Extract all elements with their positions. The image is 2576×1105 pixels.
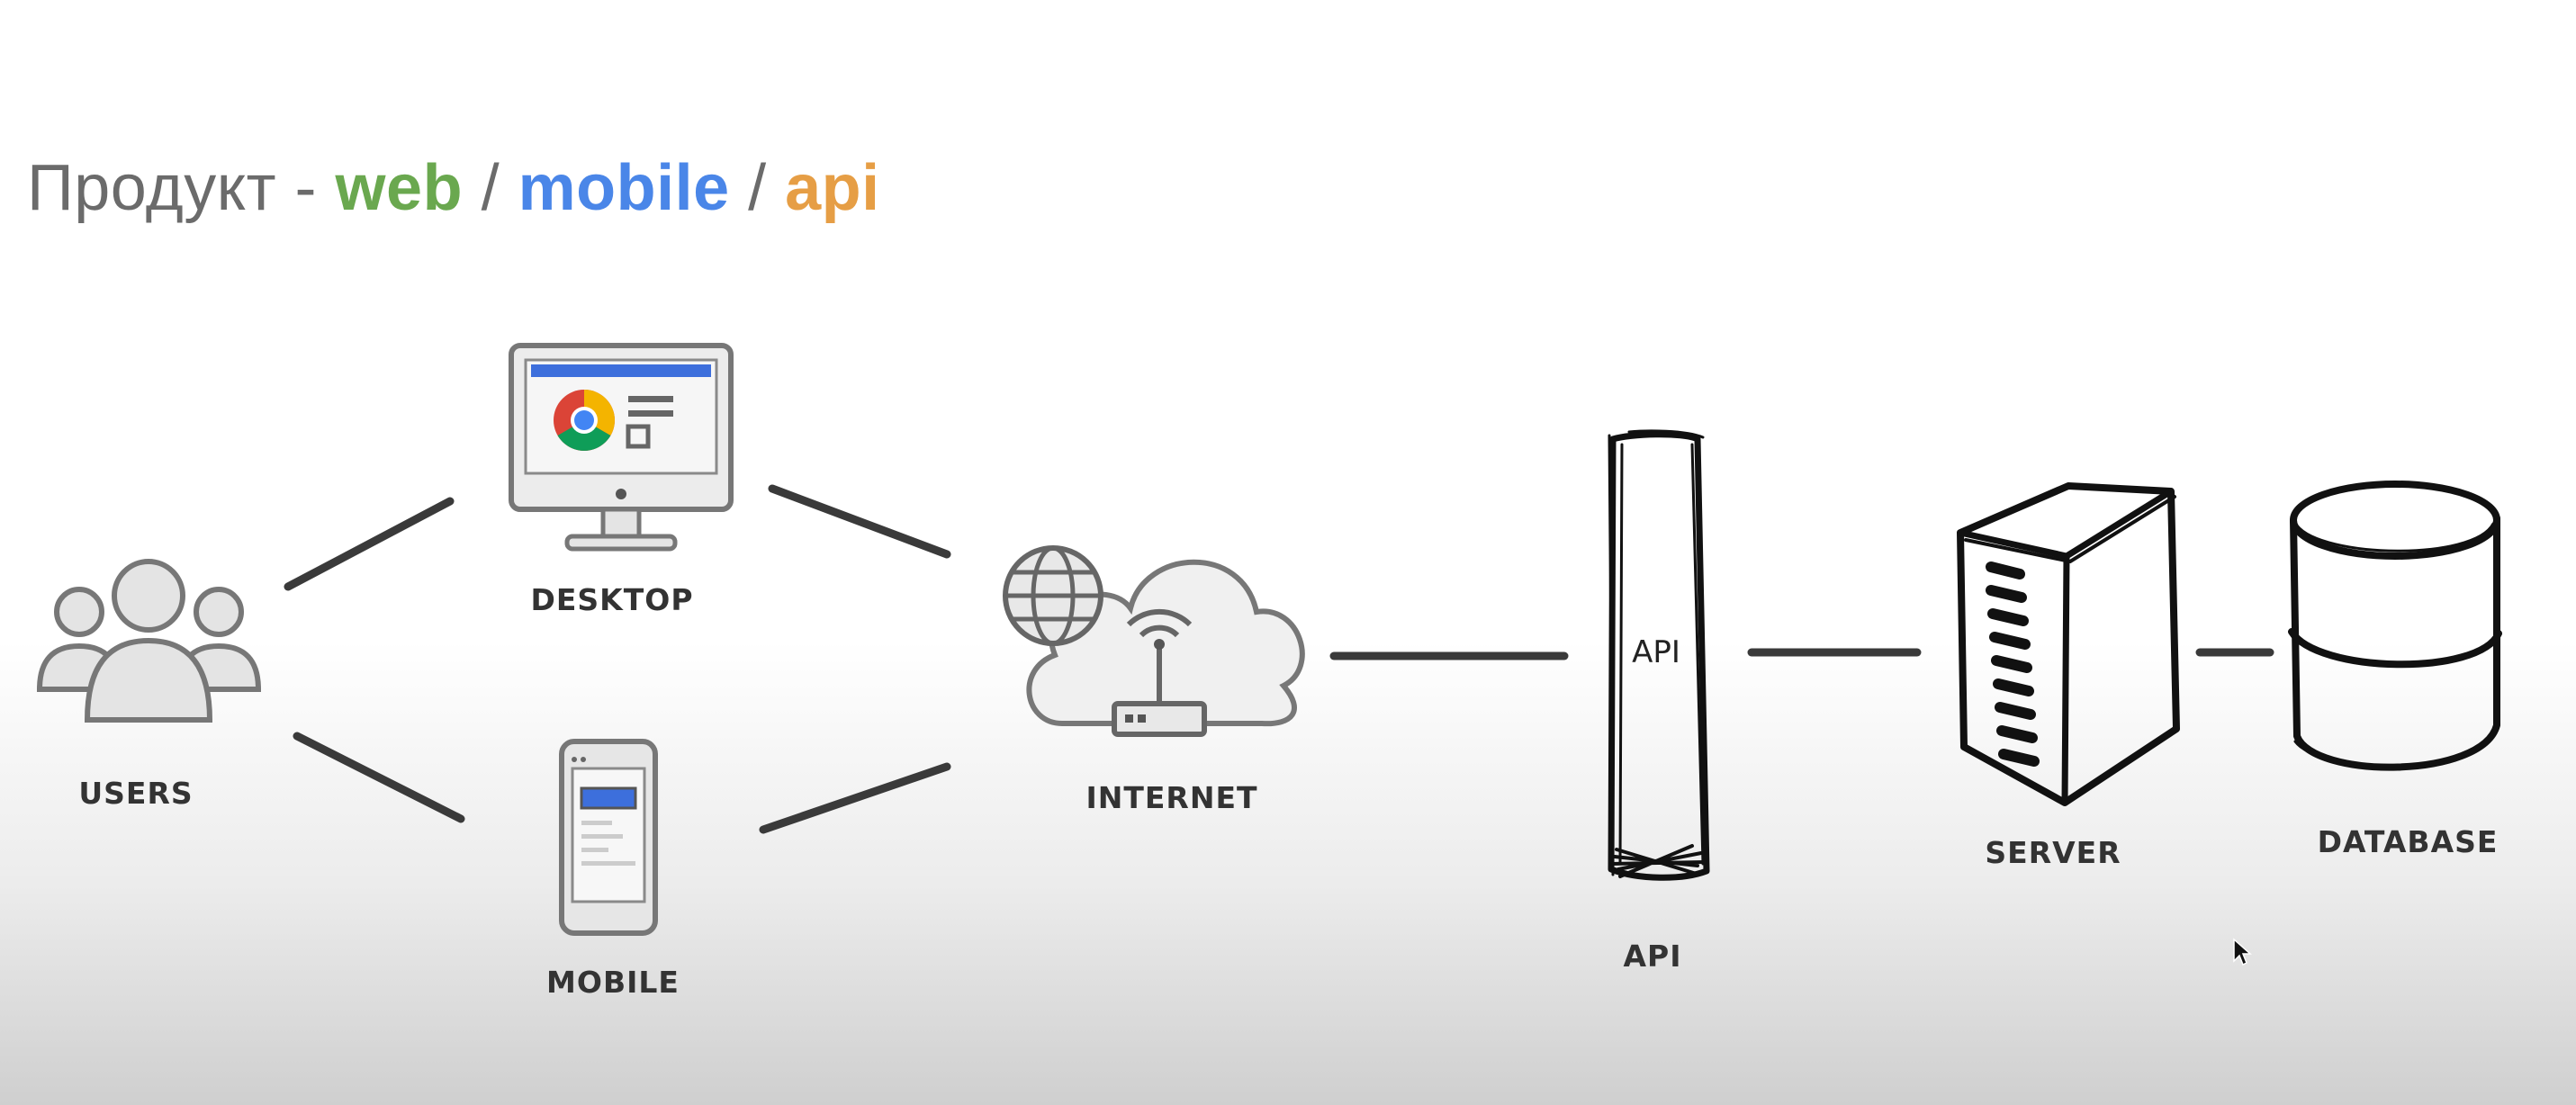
server-tower-icon — [1957, 482, 2180, 806]
title-api: api — [785, 152, 880, 224]
api-pillar-label: API — [1632, 634, 1680, 670]
api-pillar-icon: API — [1608, 429, 1710, 881]
api-label: API — [1623, 939, 1682, 974]
page-title: Продукт - web / mobile / api — [27, 151, 880, 225]
title-separator-1: / — [463, 152, 518, 224]
internet-label: INTERNET — [1085, 780, 1258, 815]
users-group-icon — [36, 559, 262, 723]
users-label: USERS — [78, 776, 194, 811]
mouse-cursor-icon — [2233, 938, 2252, 966]
title-prefix: Продукт - — [27, 152, 336, 224]
connector-mobile-internet — [759, 762, 951, 834]
title-web: web — [335, 152, 464, 224]
desktop-label: DESKTOP — [530, 582, 694, 617]
connector-users-desktop — [284, 497, 455, 591]
title-separator-2: / — [729, 152, 786, 224]
mobile-label: MOBILE — [546, 965, 680, 1000]
cloud-globe-router-icon — [1003, 545, 1305, 737]
connector-users-mobile — [293, 732, 465, 823]
connectors — [284, 484, 2274, 834]
smartphone-icon — [559, 739, 658, 936]
connector-desktop-internet — [768, 484, 951, 559]
database-cylinder-icon — [2288, 481, 2502, 771]
server-vents — [1986, 561, 2040, 767]
title-mobile: mobile — [518, 152, 730, 224]
database-label: DATABASE — [2317, 824, 2499, 859]
desktop-monitor-icon — [509, 343, 734, 552]
server-label: SERVER — [1985, 835, 2121, 870]
